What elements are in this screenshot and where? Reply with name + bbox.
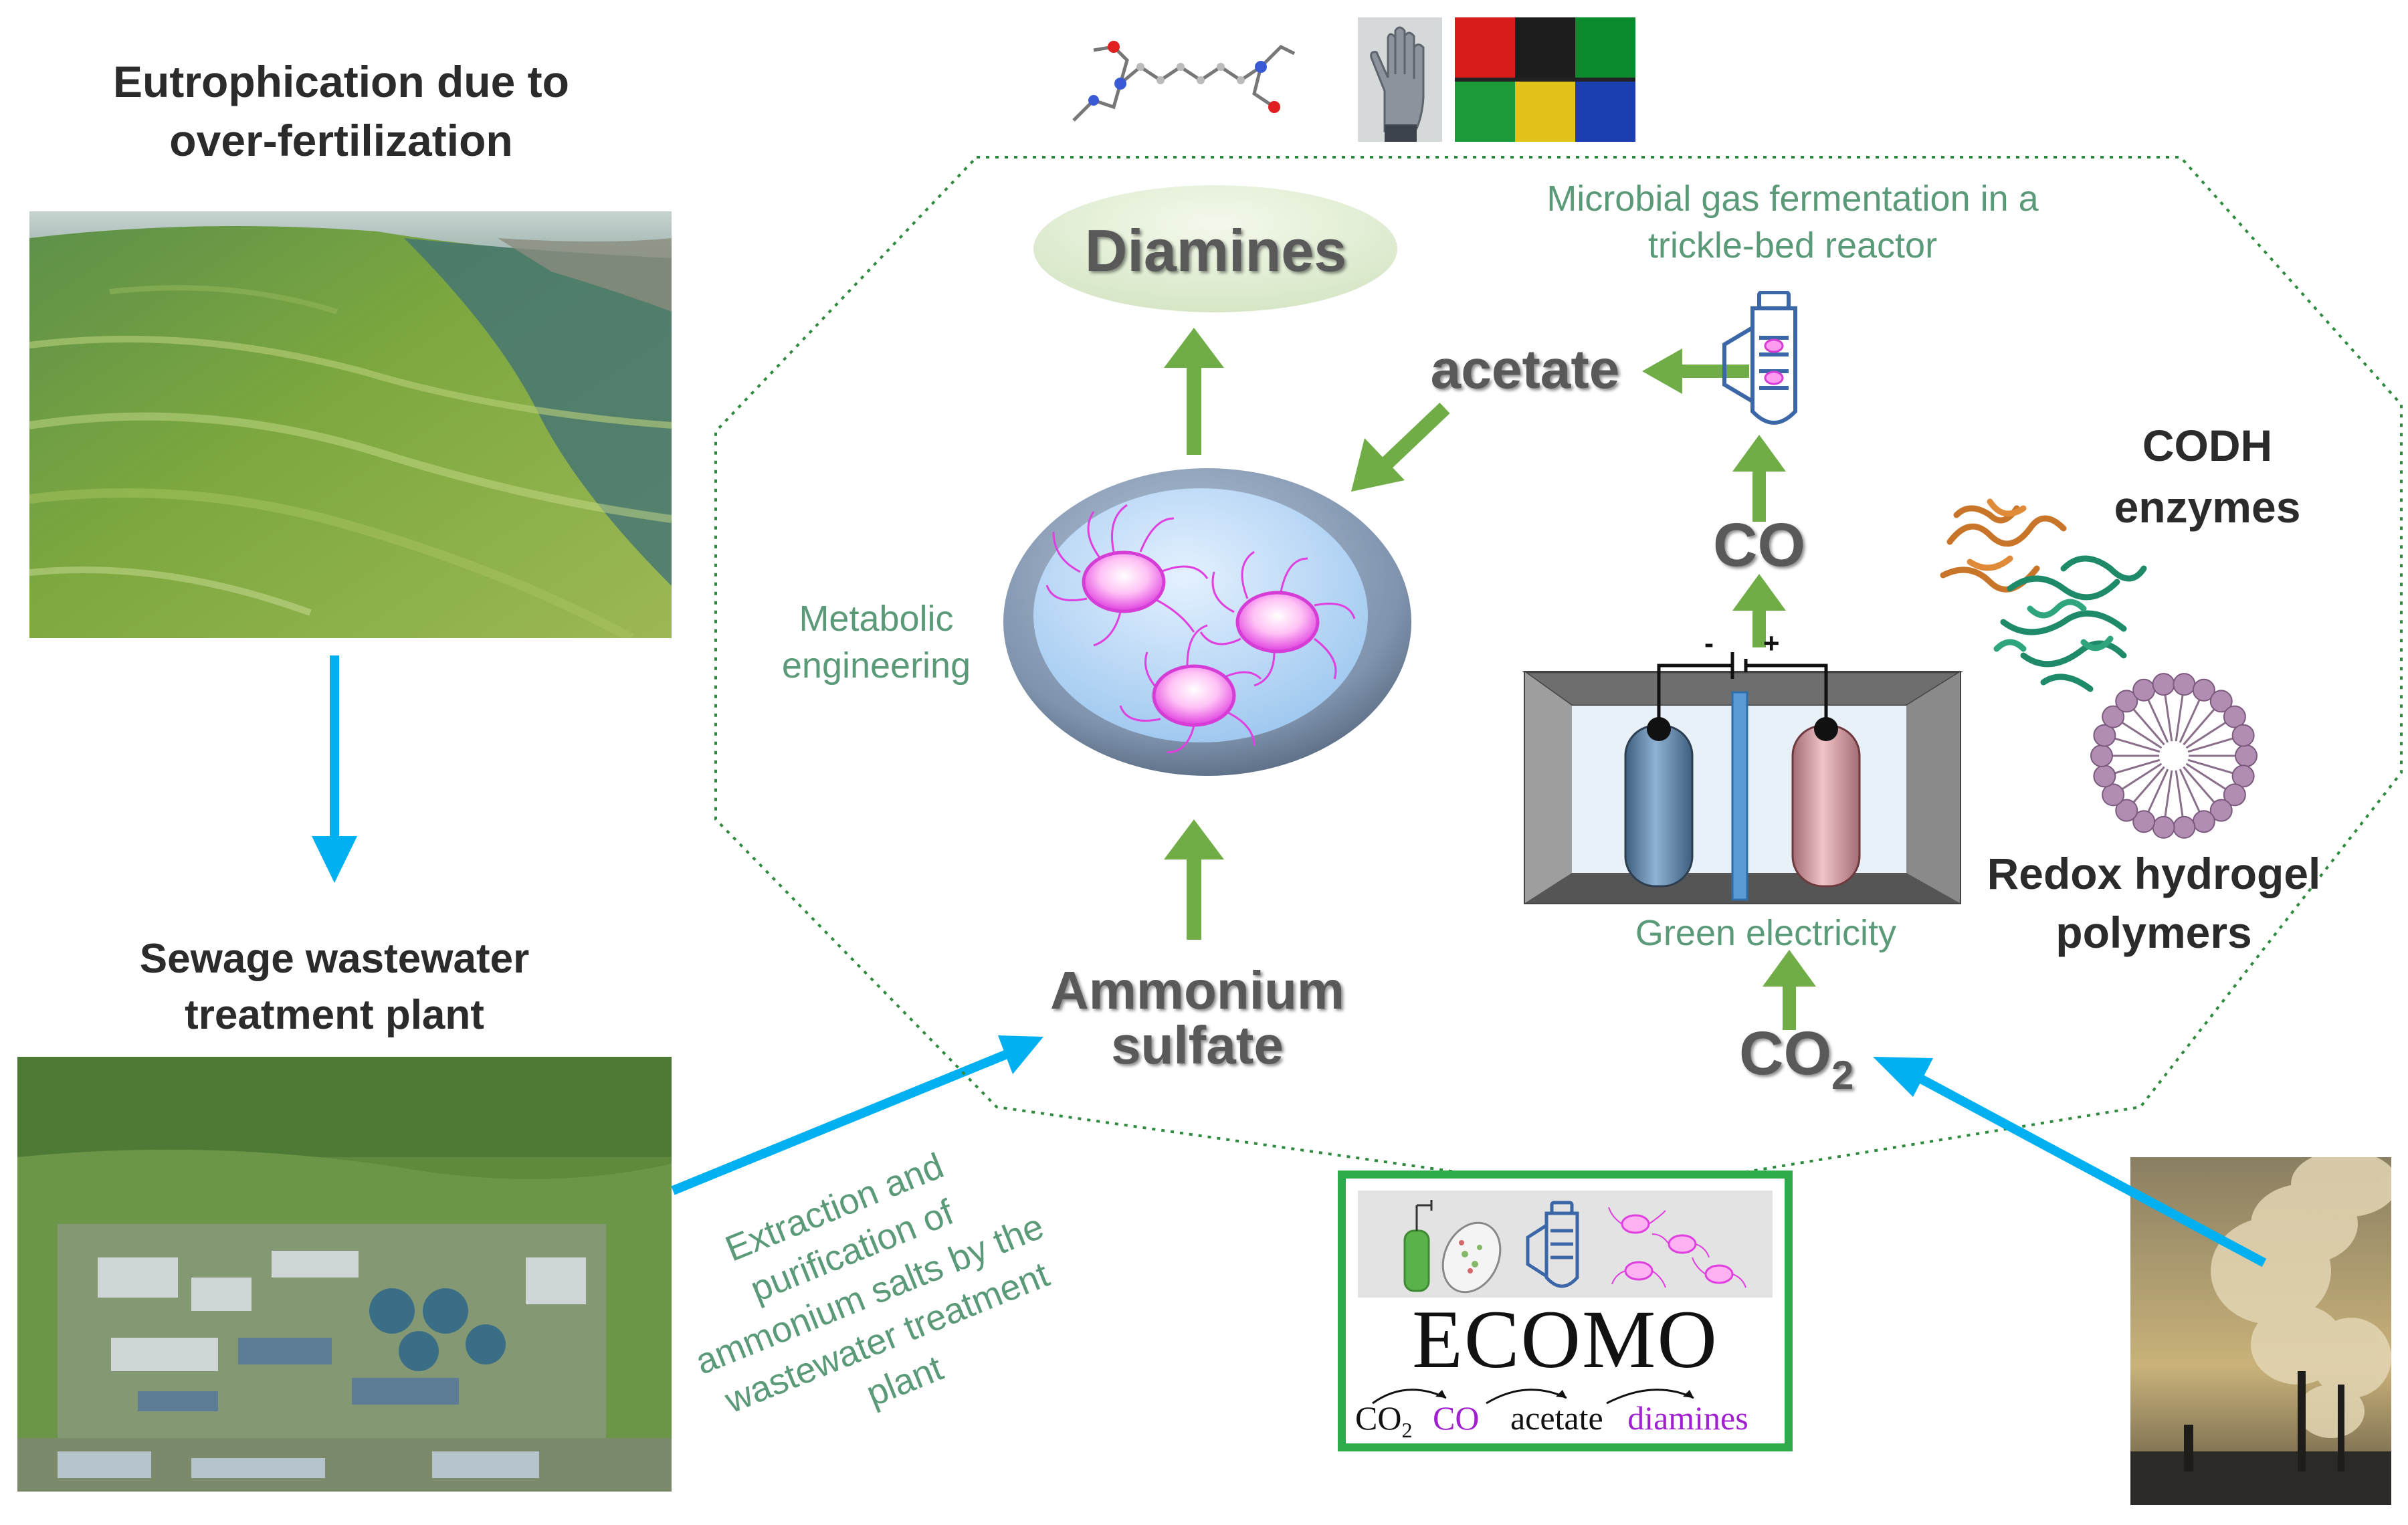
redox-hydrogel-label: Redox hydrogel polymers bbox=[1987, 849, 2321, 957]
electrochemical-cell bbox=[1518, 632, 1973, 913]
smoke-stack-photo bbox=[2130, 1157, 2391, 1505]
arrow-up-to-diamines bbox=[1164, 328, 1224, 455]
gas-fermentation-label: Microbial gas fermentation in a trickle-… bbox=[1546, 179, 2039, 266]
co-label: CO bbox=[1713, 511, 1805, 579]
ecomo-icon-strip bbox=[1358, 1191, 1773, 1298]
ecomo-title: ECOMO bbox=[1412, 1294, 1718, 1385]
down-arrow-left bbox=[308, 655, 361, 890]
blue-arrow-to-ammonium bbox=[669, 1017, 1070, 1204]
blue-arrow-to-co2 bbox=[1866, 1050, 2268, 1271]
sewage-title: Sewage wastewater treatment plant bbox=[139, 936, 530, 1038]
ecomo-chain-co2-sub: 2 bbox=[1401, 1418, 1413, 1442]
arrow-up-from-ammonium bbox=[1164, 819, 1224, 940]
ecomo-chain-co: CO bbox=[1432, 1399, 1480, 1437]
glove-photo bbox=[1358, 17, 1442, 142]
thread-spools-photo bbox=[1455, 17, 1635, 142]
acetate-label: acetate bbox=[1430, 339, 1620, 400]
codh-enzyme-structure-icon bbox=[1930, 488, 2157, 702]
bacteria-dish bbox=[1000, 465, 1415, 779]
metabolic-engineering-label: Metabolic engineering bbox=[781, 599, 971, 686]
ecomo-box: ECOMO CO2 CO acetate diamines bbox=[1338, 1171, 1793, 1451]
arrow-co-to-reactor bbox=[1732, 435, 1786, 522]
ammonium-sulfate-label: Ammonium sulfate bbox=[1050, 960, 1344, 1075]
co2-label: CO2 bbox=[1739, 1020, 1853, 1109]
co2-text: CO bbox=[1739, 1019, 1831, 1088]
ecomo-chain: CO2 CO acetate diamines bbox=[1355, 1398, 1783, 1450]
arrow-acetate-to-bacteria bbox=[1351, 401, 1451, 495]
ecomo-chain-diamines: diamines bbox=[1627, 1399, 1748, 1437]
process-octagon bbox=[709, 150, 2408, 1196]
eutrophication-title: Eutrophication due to over-fertilization bbox=[113, 57, 569, 165]
arrow-reactor-to-acetate bbox=[1642, 344, 1749, 398]
ecomo-chain-co2: CO bbox=[1355, 1399, 1402, 1437]
molecule-structure-icon bbox=[1054, 20, 1308, 140]
electrode-plus-label: + bbox=[1763, 627, 1780, 659]
ecomo-chain-acetate: acetate bbox=[1510, 1399, 1603, 1437]
arrow-co2-to-cell bbox=[1763, 950, 1816, 1030]
co2-subscript: 2 bbox=[1831, 1053, 1854, 1098]
eutrophication-photo bbox=[29, 211, 672, 638]
green-electricity-label: Green electricity bbox=[1635, 913, 1897, 953]
codh-label: CODH enzymes bbox=[2114, 421, 2301, 532]
diamines-ellipse bbox=[1030, 182, 1401, 316]
trickle-bed-reactor-icon bbox=[1719, 290, 1806, 435]
sewage-plant-photo bbox=[17, 1057, 672, 1492]
arrow-cell-to-co bbox=[1732, 574, 1786, 647]
diamines-label: Diamines bbox=[1084, 217, 1347, 284]
ecomo-chain-arrows bbox=[1352, 1378, 1781, 1405]
redox-hydrogel-micelle-icon bbox=[2087, 669, 2261, 843]
electrode-minus-label: - bbox=[1704, 627, 1714, 659]
